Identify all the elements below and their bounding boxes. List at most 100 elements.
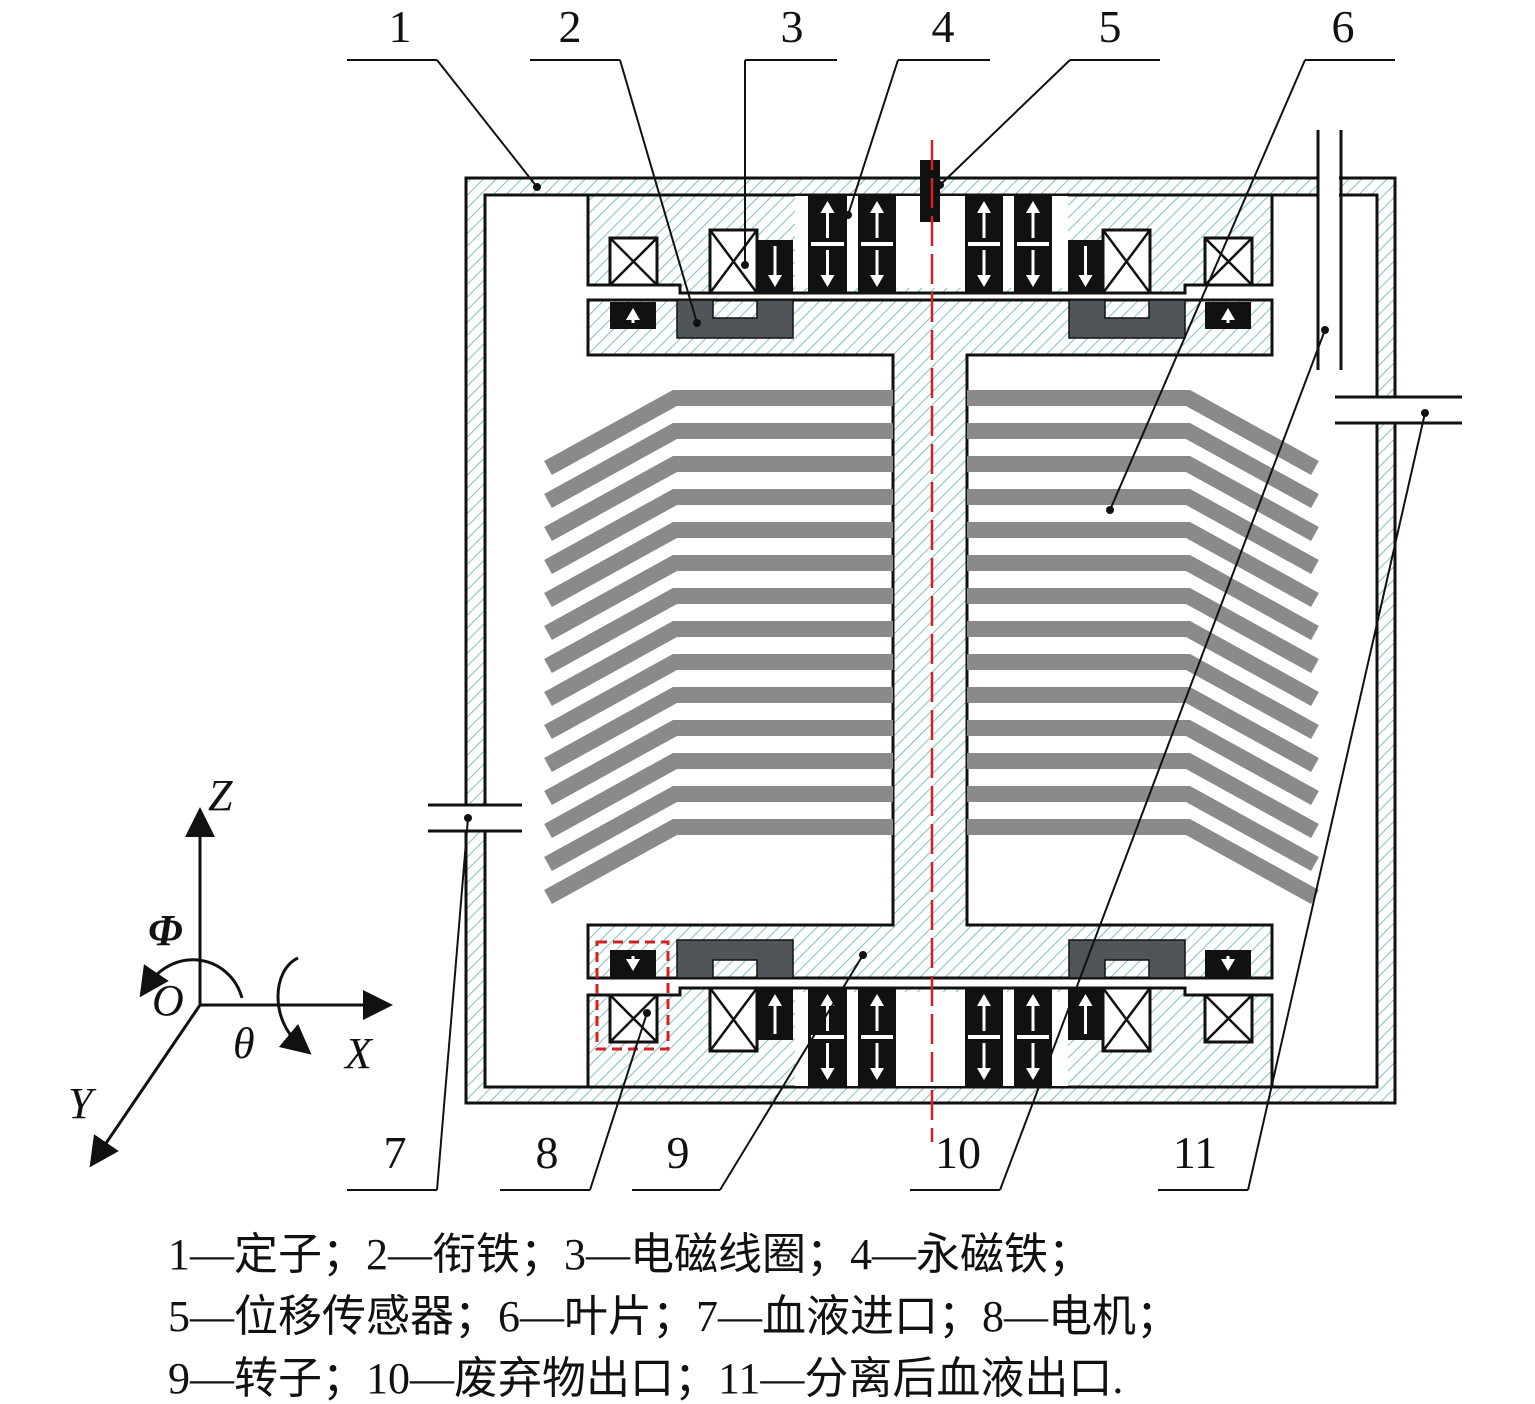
part-label-6: 6 bbox=[1332, 1, 1355, 52]
permanent-magnet bbox=[1205, 950, 1251, 977]
electromagnetic-coil bbox=[1101, 986, 1152, 1053]
part-label-5: 5 bbox=[1099, 1, 1122, 52]
blade-right bbox=[967, 786, 1319, 872]
blade-left bbox=[544, 621, 893, 707]
permanent-magnet bbox=[757, 240, 793, 293]
part-label-7: 7 bbox=[384, 1127, 407, 1178]
part-label-11: 11 bbox=[1173, 1127, 1217, 1178]
blade-left bbox=[544, 753, 893, 839]
blade-left bbox=[544, 654, 893, 740]
coordinate-axes bbox=[89, 807, 393, 1168]
armature bbox=[1068, 939, 1186, 979]
permanent-magnet bbox=[965, 195, 1003, 293]
caption-line-2: 5—位移传感器；6—叶片；7—血液进口；8—电机； bbox=[168, 1292, 1180, 1341]
leader-dot bbox=[741, 261, 749, 269]
blade-right bbox=[967, 423, 1319, 509]
permanent-magnet bbox=[1205, 302, 1251, 329]
armature bbox=[676, 299, 794, 339]
motor-highlight-box bbox=[595, 940, 670, 1051]
electromagnetic-coil bbox=[1101, 228, 1152, 295]
z-axis-label: Z bbox=[208, 771, 233, 820]
rotor bbox=[586, 298, 1274, 980]
origin-label: O bbox=[152, 976, 184, 1025]
phi-label: Φ bbox=[148, 906, 183, 955]
blade-left bbox=[544, 720, 893, 806]
leader-dot bbox=[643, 1009, 651, 1017]
electromagnetic-coil bbox=[1203, 236, 1254, 287]
part-label-3: 3 bbox=[781, 1, 804, 52]
blade-left bbox=[544, 588, 893, 674]
leader-dot bbox=[1421, 409, 1429, 417]
leader-line bbox=[436, 59, 538, 188]
blade-left bbox=[544, 687, 893, 773]
blade-right bbox=[967, 390, 1319, 476]
leader-line bbox=[589, 1012, 648, 1191]
armature bbox=[1068, 299, 1186, 339]
permanent-magnet bbox=[808, 988, 847, 1086]
permanent-magnet bbox=[858, 988, 896, 1086]
permanent-magnet bbox=[610, 302, 656, 329]
part-label-2: 2 bbox=[559, 1, 582, 52]
leader-line bbox=[847, 59, 899, 216]
leader-dot bbox=[533, 183, 541, 191]
part-label-8: 8 bbox=[536, 1127, 559, 1178]
blade-right bbox=[967, 456, 1319, 542]
blade-left bbox=[544, 522, 893, 608]
leader-dot bbox=[844, 211, 852, 219]
theta-label: θ bbox=[233, 1019, 255, 1068]
displacement-sensor bbox=[920, 160, 940, 222]
x-axis-label: X bbox=[343, 1029, 374, 1078]
blade-right bbox=[967, 819, 1319, 905]
electromagnetic-coil bbox=[708, 986, 759, 1053]
permanent-magnet bbox=[1014, 988, 1052, 1086]
electromagnetic-coil bbox=[608, 236, 659, 287]
blade-right bbox=[967, 588, 1319, 674]
leader-line bbox=[939, 59, 1071, 186]
part-label-10: 10 bbox=[935, 1127, 981, 1178]
leader-dot bbox=[1106, 506, 1114, 514]
permanent-magnet bbox=[1068, 240, 1103, 293]
leader-line bbox=[999, 329, 1326, 1191]
part-label-1: 1 bbox=[389, 1, 412, 52]
leader-lines bbox=[347, 59, 1429, 1191]
blade-right bbox=[967, 720, 1319, 806]
blade-left bbox=[544, 489, 893, 575]
leader-dot bbox=[693, 319, 701, 327]
blade-left bbox=[544, 555, 893, 641]
permanent-magnet bbox=[858, 195, 896, 293]
blade-right bbox=[967, 654, 1319, 740]
leader-line bbox=[719, 954, 864, 1191]
leader-line bbox=[1247, 412, 1426, 1191]
electromagnetic-coil bbox=[1203, 993, 1254, 1044]
blade-right bbox=[967, 489, 1319, 575]
blades bbox=[544, 390, 1319, 905]
bottom-stator bbox=[586, 986, 1274, 1089]
electromagnetic-coil bbox=[608, 993, 659, 1044]
leader-line bbox=[619, 59, 698, 324]
armature bbox=[676, 939, 794, 979]
blade-left bbox=[544, 456, 893, 542]
y-axis-label: Y bbox=[68, 1079, 97, 1128]
leader-dot bbox=[859, 951, 867, 959]
permanent-magnet bbox=[610, 950, 656, 977]
leader-line bbox=[436, 817, 469, 1191]
leader-dot bbox=[464, 814, 472, 822]
part-label-9: 9 bbox=[667, 1127, 690, 1178]
permanent-magnet bbox=[757, 988, 793, 1040]
blade-right bbox=[967, 522, 1319, 608]
caption-line-3: 9—转子；10—废弃物出口；11—分离后血液出口. bbox=[168, 1354, 1124, 1403]
permanent-magnet bbox=[808, 195, 847, 293]
blade-left bbox=[544, 819, 893, 905]
blade-right bbox=[967, 555, 1319, 641]
leader-line bbox=[1109, 59, 1306, 511]
waste-outlet-pipe bbox=[1316, 130, 1343, 370]
blade-right bbox=[967, 753, 1319, 839]
separated-blood-outlet-pipe bbox=[1335, 395, 1462, 425]
leader-dot bbox=[936, 181, 944, 189]
blade-left bbox=[544, 786, 893, 872]
blade-left bbox=[544, 390, 893, 476]
leader-dot bbox=[1321, 326, 1329, 334]
permanent-magnet bbox=[965, 988, 1003, 1086]
